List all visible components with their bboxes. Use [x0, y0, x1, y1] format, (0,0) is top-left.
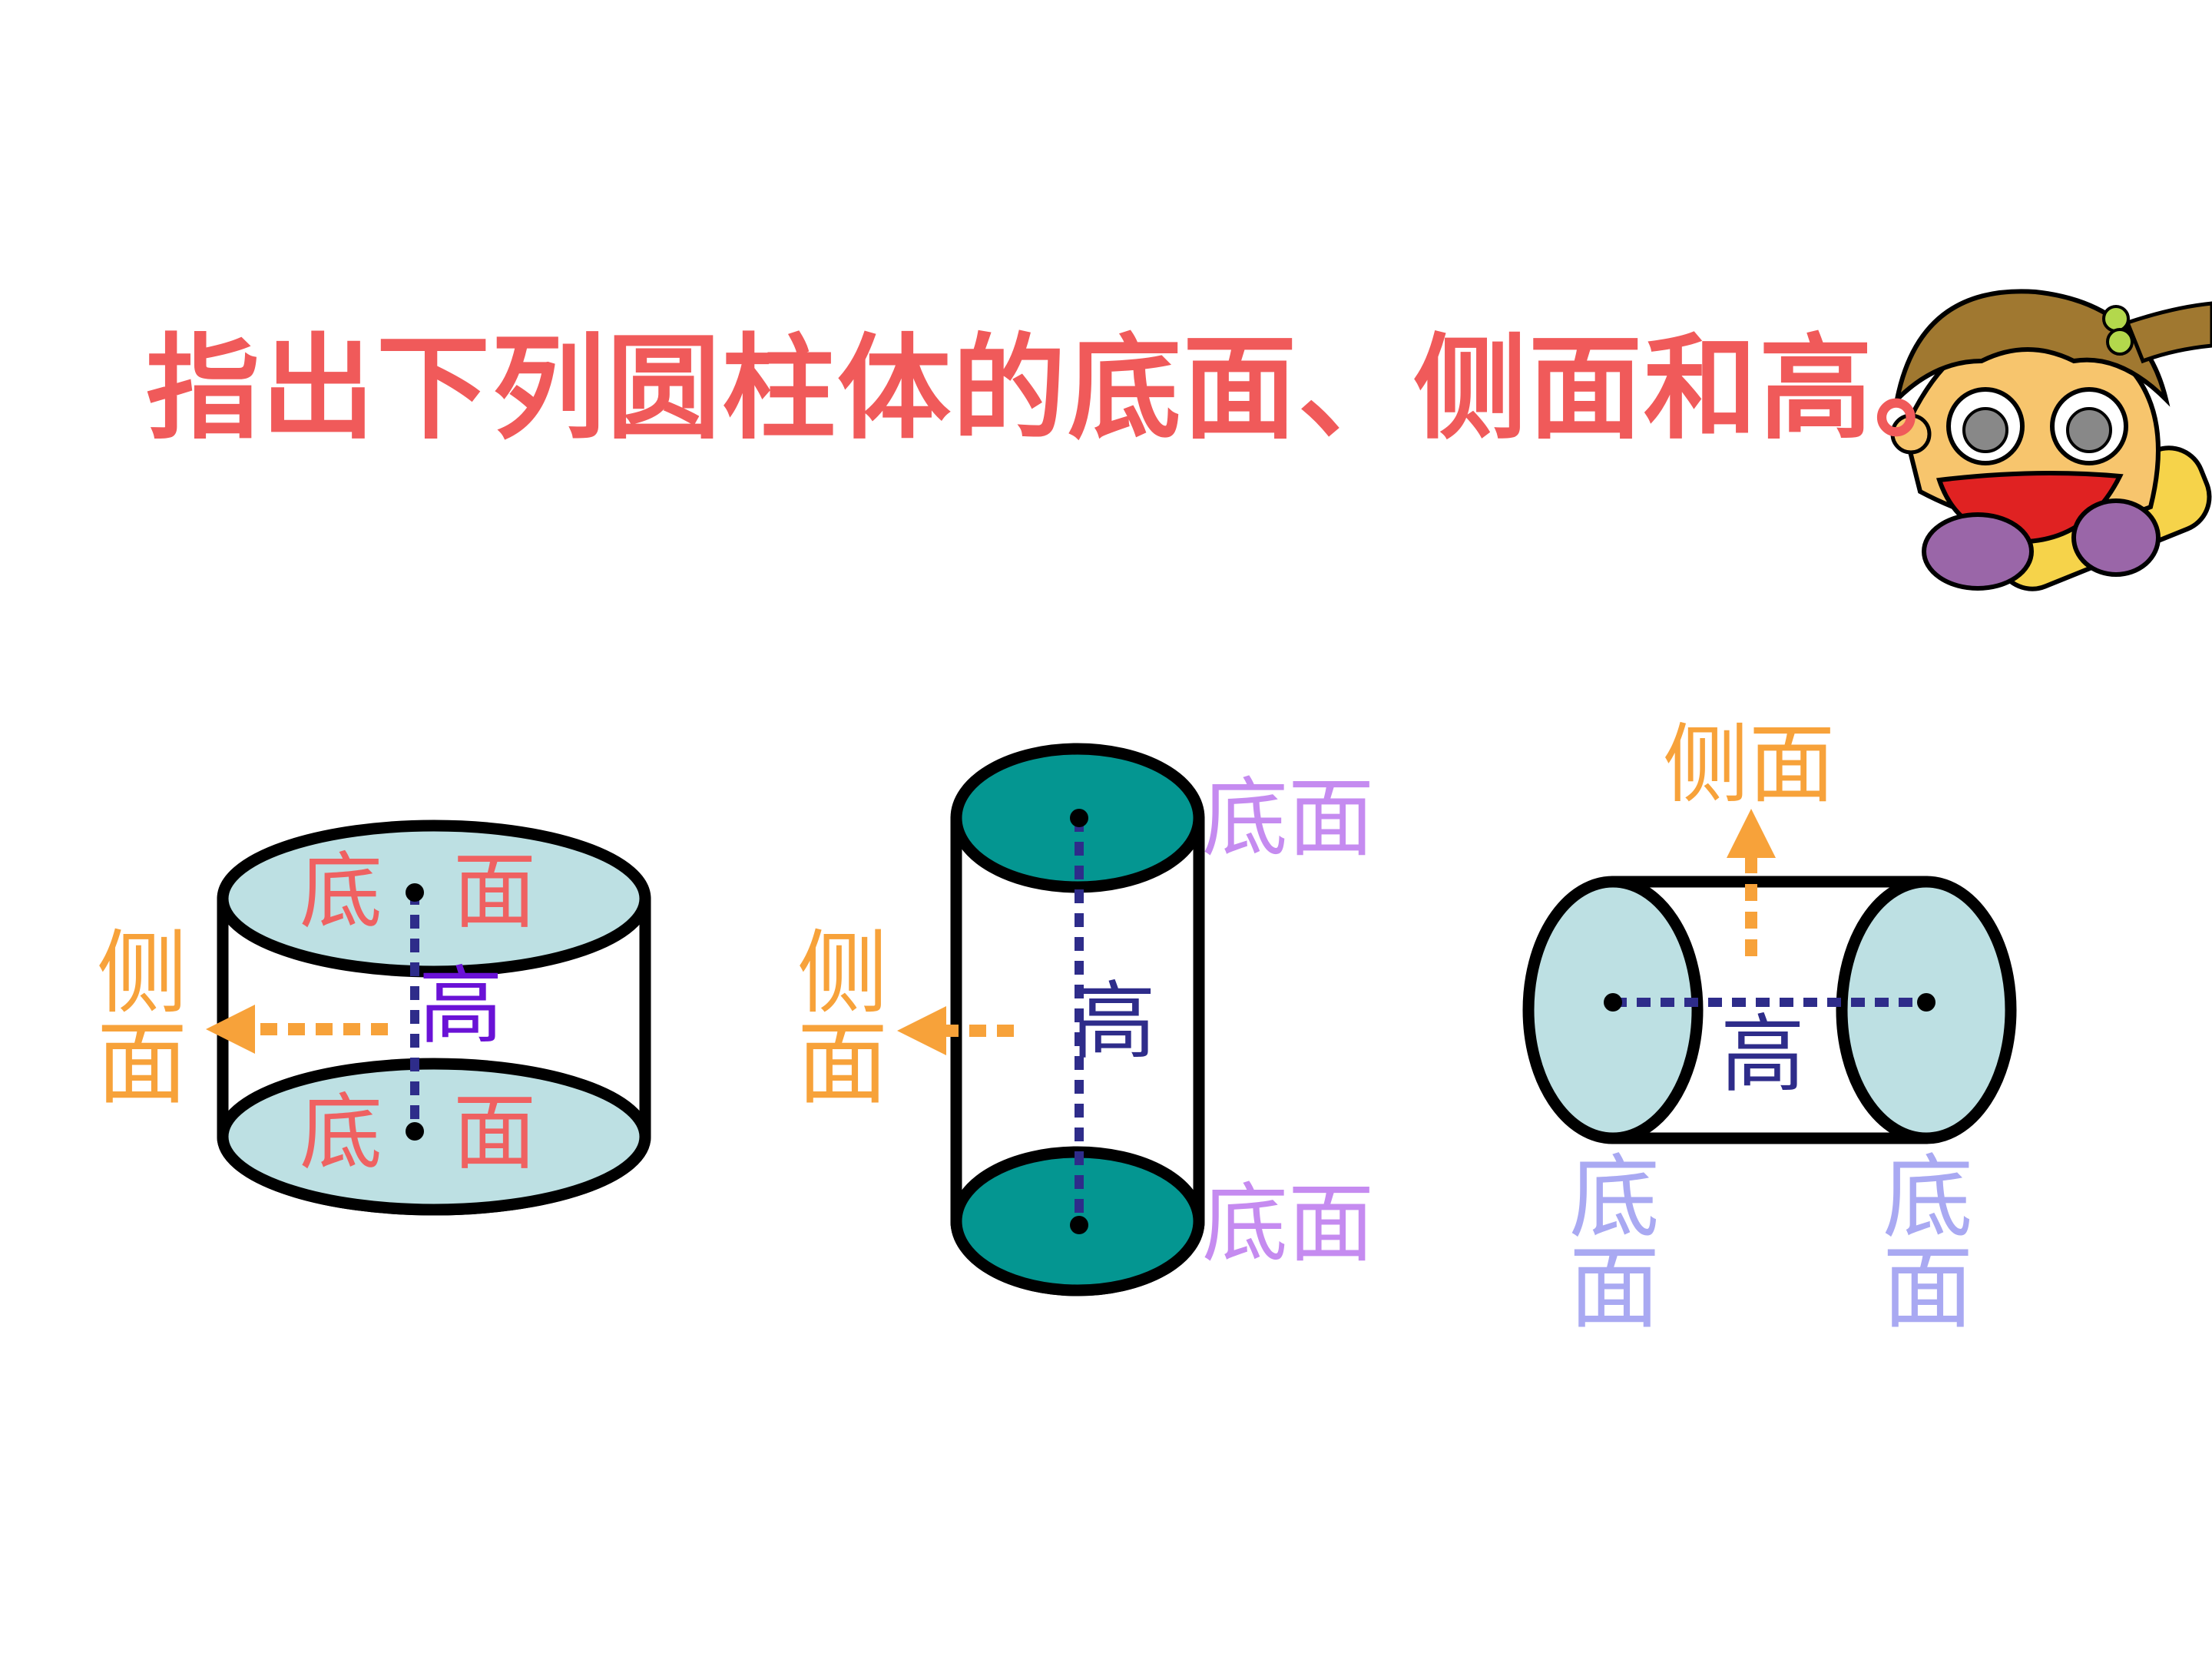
- tall-cylinder-bottom-base-label: 底面: [1202, 1174, 1374, 1274]
- tall-cylinder-height-label: 高: [1071, 972, 1156, 1071]
- lying-cylinder-side-label: 侧面: [1663, 715, 1835, 815]
- tall-cylinder-top-center-dot: [1070, 809, 1088, 827]
- lying-cylinder-left-base-label: 底面: [1568, 1144, 1660, 1341]
- cartoon-girl-icon: [1890, 289, 2212, 591]
- squat-cylinder-top-base-label-a: 底: [300, 844, 383, 940]
- tall-cylinder-top-base-label: 底面: [1202, 769, 1374, 869]
- squat-cylinder-bottom-base-label-a: 底: [300, 1085, 383, 1181]
- page-title: 指出下列圆柱体的底面、侧面和高。: [146, 323, 1989, 455]
- squat-cylinder-bottom-base-label-b: 面: [453, 1085, 537, 1181]
- squat-cylinder-height-label: 高: [419, 957, 503, 1055]
- squat-cylinder-top-center-dot: [406, 883, 424, 902]
- lying-cylinder-left-center-dot: [1604, 993, 1622, 1012]
- squat-cylinder-top-base-label-b: 面: [453, 844, 537, 940]
- squat-cylinder: [206, 820, 651, 1216]
- squat-cylinder-bottom-center-dot: [406, 1122, 424, 1141]
- lying-cylinder: [1522, 809, 2017, 1144]
- tall-cylinder-bottom-center-dot: [1070, 1216, 1088, 1234]
- squat-cylinder-side-label: 侧面: [96, 920, 187, 1117]
- lying-cylinder-height-label: 高: [1720, 1005, 1805, 1104]
- tall-cylinder-side-label: 侧面: [796, 920, 888, 1117]
- squat-cylinder-top-base: [217, 820, 651, 978]
- lying-cylinder-right-base-label: 底面: [1882, 1144, 1973, 1341]
- lying-cylinder-right-center-dot: [1917, 993, 1936, 1012]
- tall-cylinder: [897, 743, 1205, 1296]
- squat-cylinder-bottom-base: [217, 1058, 651, 1216]
